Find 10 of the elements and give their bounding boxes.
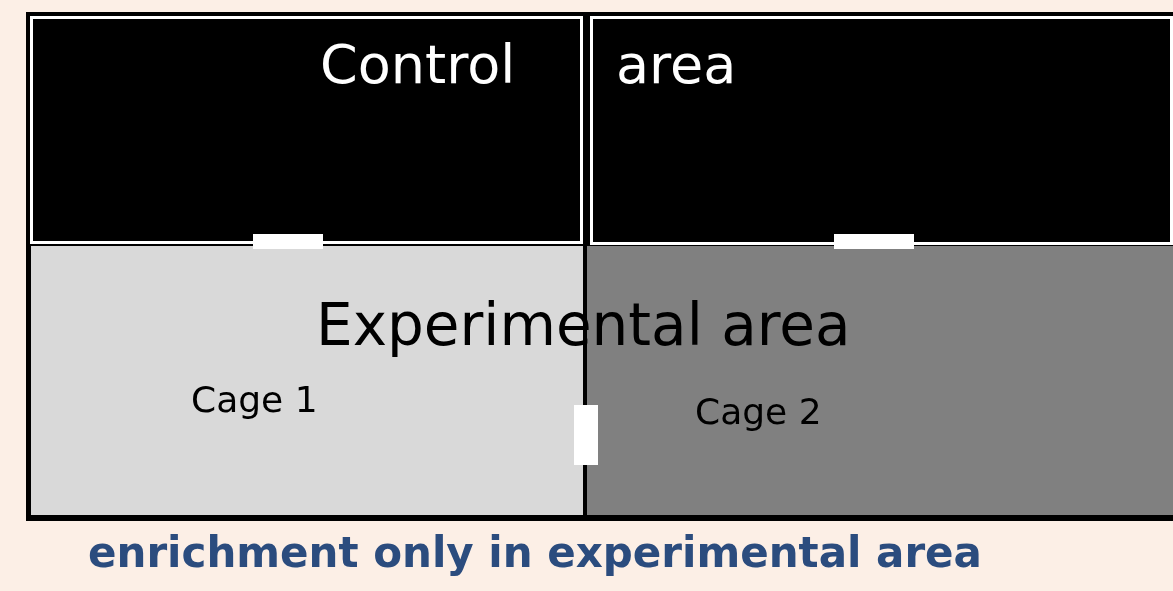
- cage-label: Cage 2: [695, 394, 822, 430]
- cage-label: Cage 1: [191, 382, 318, 418]
- control-room: [30, 16, 583, 244]
- area-label: Control: [320, 38, 516, 92]
- control-room: [590, 16, 1173, 245]
- caption: enrichment only in experimental area: [88, 532, 982, 574]
- door-opening: [574, 405, 598, 465]
- door-opening: [253, 234, 323, 249]
- area-label: area: [616, 38, 737, 92]
- door-opening: [834, 234, 914, 249]
